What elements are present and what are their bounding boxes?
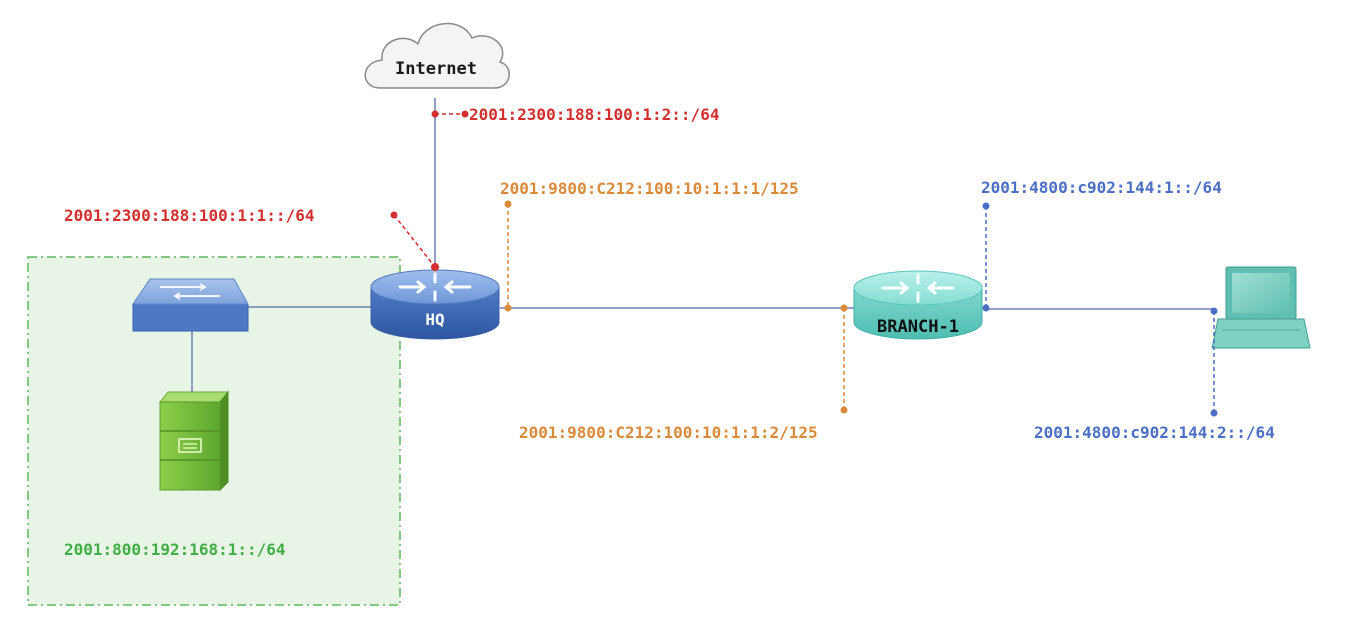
switch-icon[interactable] bbox=[132, 278, 249, 332]
hq-link-address-label: 2001:9800:C212:100:10:1:1:1/125 bbox=[500, 179, 799, 198]
server-icon[interactable] bbox=[158, 390, 230, 492]
internet-cloud[interactable]: Internet bbox=[364, 22, 510, 89]
branch-lan-address-label: 2001:4800:c902:144:1::/64 bbox=[981, 178, 1222, 197]
hq-router[interactable]: HQ bbox=[370, 269, 500, 340]
branch-router[interactable]: BRANCH-1 bbox=[853, 270, 983, 340]
router-arrows-icon bbox=[881, 273, 955, 303]
wan-annotations: 2001:2300:188:100:1:2::/64 2001:2300:188… bbox=[64, 105, 719, 271]
branch-annotations: 2001:4800:c902:144:1::/64 2001:4800:c902… bbox=[981, 178, 1275, 442]
pc-lan-address-label: 2001:4800:c902:144:2::/64 bbox=[1034, 423, 1275, 442]
router-arrows-icon bbox=[398, 272, 472, 302]
hq-lan-address-label: 2001:800:192:168:1::/64 bbox=[64, 540, 286, 559]
transit-annotations: 2001:9800:C212:100:10:1:1:1/125 2001:980… bbox=[500, 179, 848, 442]
hq-wan-address-label: 2001:2300:188:100:1:1::/64 bbox=[64, 206, 314, 225]
branch-link-address-label: 2001:9800:C212:100:10:1:1:2/125 bbox=[519, 423, 818, 442]
links bbox=[191, 98, 1216, 393]
laptop-icon[interactable] bbox=[1211, 266, 1311, 349]
hq-label: HQ bbox=[425, 310, 444, 329]
branch-label: BRANCH-1 bbox=[877, 317, 959, 337]
internet-label: Internet bbox=[395, 59, 477, 79]
internet-address-label: 2001:2300:188:100:1:2::/64 bbox=[469, 105, 719, 124]
